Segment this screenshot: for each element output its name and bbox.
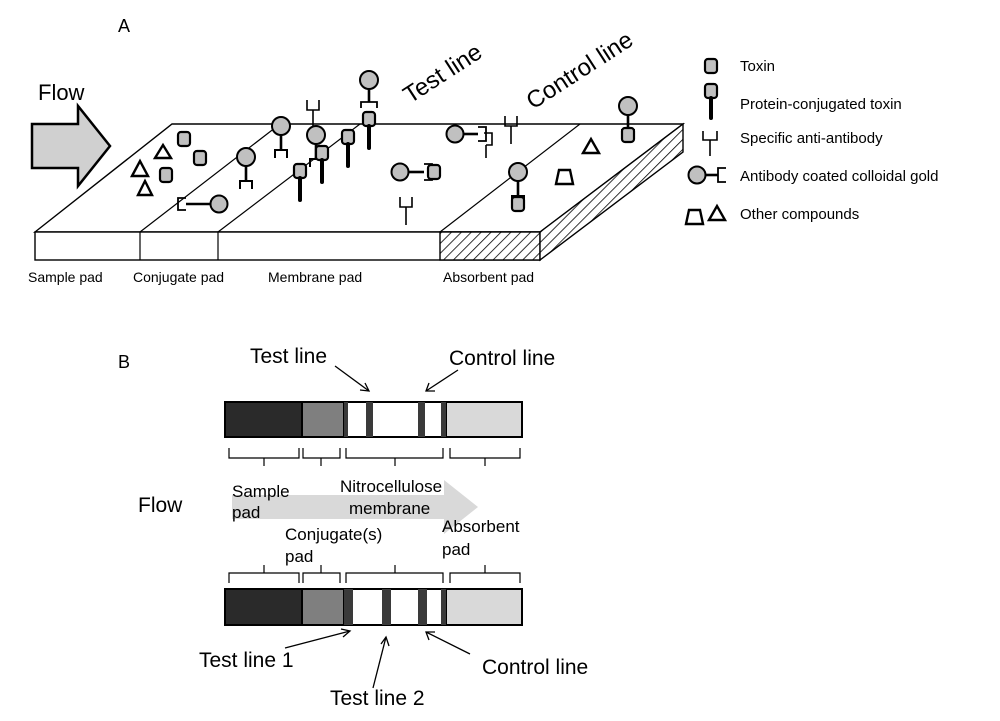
colloidal-gold-antibody-icon <box>687 165 726 185</box>
test-strip-3d <box>32 122 686 262</box>
absorbent-label-2: pad <box>442 540 470 559</box>
legend-item-toxin: Toxin <box>703 57 775 75</box>
test-line-label-a: Test line <box>399 38 488 109</box>
strip-2 <box>224 588 523 626</box>
strip-1 <box>224 401 523 438</box>
strip1-control-line-label: Control line <box>449 347 555 370</box>
flow-arrow-a <box>30 102 112 190</box>
strip1-test-line-label: Test line <box>250 345 327 368</box>
legend-item-protein-conjugated-toxin: Protein-conjugated toxin <box>703 82 902 120</box>
strip2-sample-pad <box>224 588 303 626</box>
strip2-test-line-1-label: Test line 1 <box>199 649 294 672</box>
other-compounds-icon <box>684 203 728 226</box>
strip2-absorbent-pad <box>445 588 523 626</box>
strip2-membrane-end <box>441 589 446 625</box>
conjugate-label-1: Conjugate(s) <box>285 525 382 544</box>
legend-item-anti-antibody: Specific anti-antibody <box>702 130 883 156</box>
strip1-membrane-edge <box>344 402 348 437</box>
nitrocellulose-label-1: Nitrocellulose <box>340 477 442 496</box>
strip2-control-band <box>418 589 427 625</box>
legend-label-colloidal-gold-antibody: Antibody coated colloidal gold <box>740 168 938 185</box>
sample-pad-label-b2: pad <box>232 503 260 522</box>
anti-antibody-icon <box>702 131 718 156</box>
absorbent-pad-molecules <box>507 95 639 213</box>
strip2-conjugate-pad <box>301 588 345 626</box>
strip2-pointer-arrows <box>284 628 471 689</box>
legend-item-colloidal-gold-antibody: Antibody coated colloidal gold <box>687 165 938 185</box>
flow-label-a: Flow <box>38 80 85 105</box>
legend-label-anti-antibody: Specific anti-antibody <box>740 130 883 147</box>
nitrocellulose-label-2: membrane <box>349 499 430 518</box>
membrane-pad-label: Membrane pad <box>268 269 362 285</box>
flow-arrow-b <box>232 480 478 534</box>
flow-label-b: Flow <box>138 494 183 517</box>
strip1-pointer-arrows <box>334 365 459 392</box>
protein-conjugated-toxin-icon <box>703 82 719 120</box>
conjugate-pad-label: Conjugate pad <box>133 269 224 285</box>
legend-label-toxin: Toxin <box>740 58 775 75</box>
strip2-control-line-label: Control line <box>482 656 588 679</box>
strip1-conjugate-pad <box>301 401 345 438</box>
panel-b-letter: B <box>118 352 130 372</box>
strip1-braces <box>228 448 521 466</box>
strip1-sample-pad <box>224 401 303 438</box>
absorbent-pad-label: Absorbent pad <box>443 269 534 285</box>
sample-pad-label-b1: Sample <box>232 482 290 501</box>
toxin-icon <box>703 57 719 75</box>
strip1-test-band <box>366 402 373 437</box>
membrane-molecules <box>292 70 518 226</box>
conjugate-label-2: pad <box>285 547 313 566</box>
strip2-braces <box>228 565 521 583</box>
strip2-test-band-1 <box>344 589 353 625</box>
strip1-absorbent-pad <box>445 401 523 438</box>
legend: Toxin Protein-conjugated toxin Specific … <box>684 57 938 226</box>
sample-pad-molecules <box>130 130 208 197</box>
legend-item-other-compounds: Other compounds <box>684 203 859 226</box>
strip2-test-line-2-label: Test line 2 <box>330 687 425 710</box>
strip1-membrane-end <box>441 402 446 437</box>
absorbent-label-1: Absorbent <box>442 517 520 536</box>
conjugate-pad-molecules <box>177 115 292 214</box>
strip1-control-band <box>418 402 425 437</box>
panel-a-letter: A <box>118 16 130 36</box>
sample-pad-label: Sample pad <box>28 269 103 285</box>
legend-label-protein-conjugated-toxin: Protein-conjugated toxin <box>740 96 902 113</box>
strip2-test-band-2 <box>382 589 391 625</box>
legend-label-other-compounds: Other compounds <box>740 206 859 223</box>
